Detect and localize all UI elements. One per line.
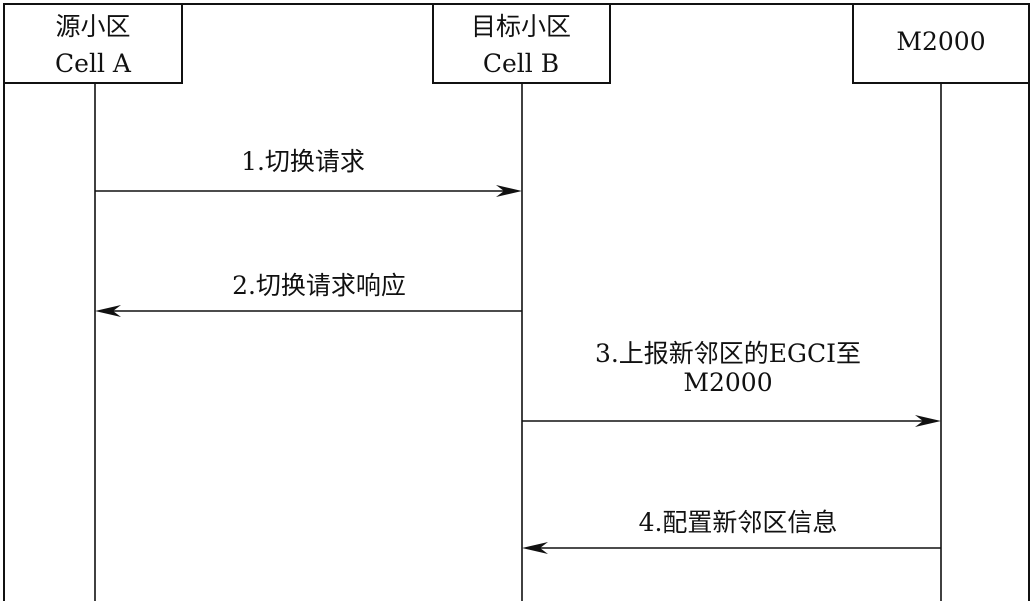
message-2: 2.切换请求响应	[95, 271, 522, 317]
message-4-arrow-head	[522, 542, 548, 554]
message-2-arrow-head	[95, 305, 121, 317]
message-1: 1.切换请求	[95, 147, 522, 197]
actor-c-label: M2000	[896, 27, 985, 56]
actor-b-box	[432, 3, 611, 84]
message-1-arrow-head	[496, 185, 522, 197]
message-2-label: 2.切换请求响应	[232, 271, 406, 300]
message-3-label-1: 3.上报新邻区的EGCI至	[595, 339, 861, 368]
actor-a-label-1: 源小区	[55, 12, 130, 41]
actor-c: M2000	[852, 3, 1030, 84]
actor-b-label-2: Cell B	[483, 49, 559, 78]
actor-a-label-2: Cell A	[55, 49, 132, 78]
message-1-label: 1.切换请求	[241, 147, 365, 176]
message-3: 3.上报新邻区的EGCI至 M2000	[522, 339, 941, 427]
message-3-label-2: M2000	[683, 368, 772, 397]
message-4: 4.配置新邻区信息	[522, 508, 941, 554]
actor-b: 目标小区 Cell B	[432, 3, 611, 84]
message-4-label: 4.配置新邻区信息	[639, 508, 838, 537]
message-3-arrow-head	[915, 415, 941, 427]
actor-b-label-1: 目标小区	[471, 12, 571, 41]
actor-a: 源小区 Cell A	[3, 3, 183, 84]
actor-c-box	[852, 3, 1030, 84]
actor-a-box	[3, 3, 183, 84]
